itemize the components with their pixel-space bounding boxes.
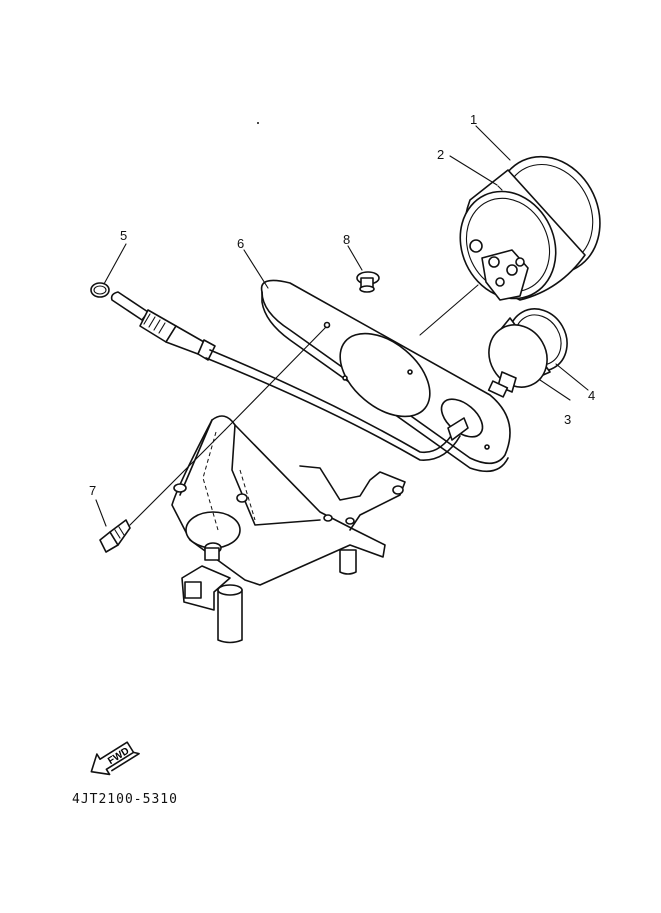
grommet [356, 271, 380, 293]
small-meter-assembly [487, 308, 568, 398]
callout-6: 6 [237, 236, 244, 251]
callout-4: 4 [588, 388, 595, 403]
callout-3: 3 [564, 412, 571, 427]
screw [99, 519, 131, 553]
callout-2: 2 [437, 147, 444, 162]
stray-dot [257, 122, 259, 124]
callout-1: 1 [470, 112, 477, 127]
leader-lines [95, 125, 589, 527]
speedometer-cable [110, 291, 469, 461]
large-meter-assembly [459, 155, 601, 301]
o-ring [90, 282, 110, 298]
fwd-arrow: FWD [90, 741, 140, 776]
part-code: 4JT2100-5310 [72, 792, 178, 807]
callout-7: 7 [89, 483, 96, 498]
callout-5: 5 [120, 228, 127, 243]
mounting-plate [260, 279, 511, 473]
callout-labels: 1 2 3 4 5 6 7 8 [89, 112, 595, 498]
dash-bracket [171, 415, 406, 644]
callout-8: 8 [343, 232, 350, 247]
